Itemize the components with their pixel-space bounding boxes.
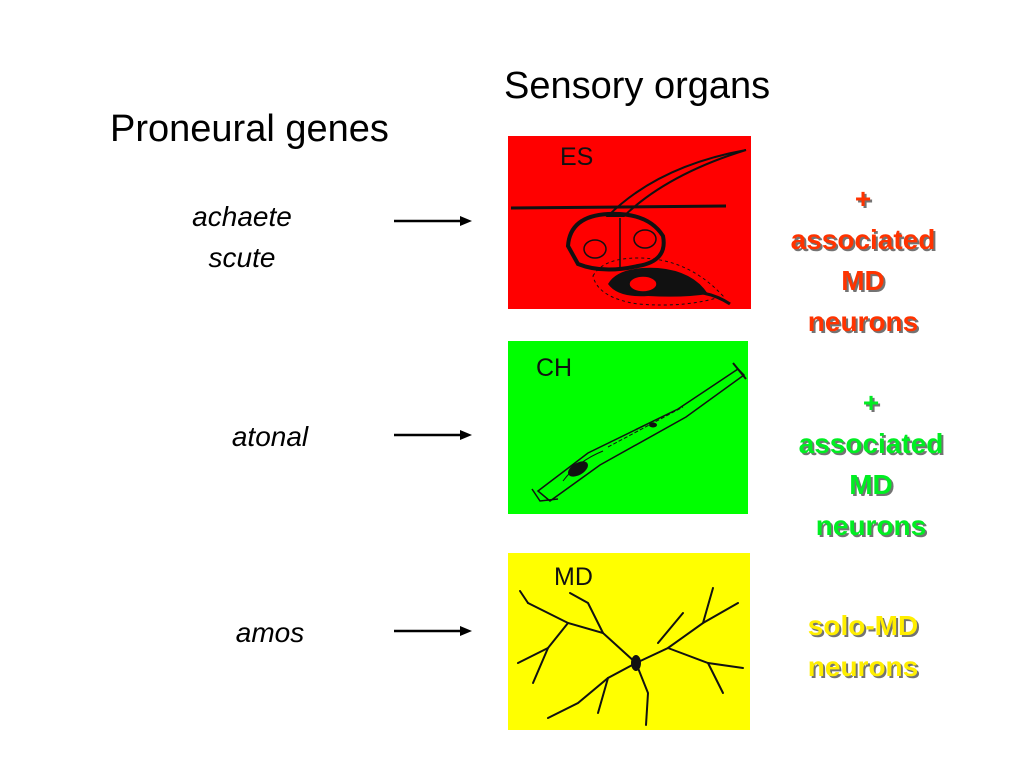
note-line: MD: [841, 265, 885, 296]
arrow-right-icon: [394, 626, 472, 636]
bristle-shaft: [605, 149, 747, 217]
ch-panel-background: [508, 341, 748, 514]
proneural-genes-heading: Proneural genes: [110, 108, 389, 150]
neuron-nucleus: [568, 461, 588, 477]
cell-nucleus: [583, 239, 607, 259]
md-panel-background: [508, 553, 750, 730]
socket-cell-outline: [565, 211, 666, 272]
note-line: MD: [849, 469, 893, 500]
gene-label-atonal: atonal: [200, 416, 340, 457]
note-es-associated-md: + associated MD neurons: [768, 178, 958, 342]
neuron-nucleus: [628, 275, 658, 293]
note-line: neurons: [815, 510, 927, 541]
ch-organ-drawing: CH: [508, 341, 748, 514]
ch-organ-panel: CH: [508, 341, 748, 514]
es-organ-drawing: ES: [508, 136, 751, 309]
sensory-organs-heading: Sensory organs: [504, 65, 771, 107]
sheath-outline: [592, 257, 724, 306]
axon-end: [531, 488, 559, 502]
note-line: associated: [790, 224, 936, 255]
es-label: ES: [560, 143, 593, 171]
gene-label-achaete-scute: achaete scute: [162, 196, 322, 278]
dendritic-arbor: [517, 587, 744, 726]
md-neuron-drawing: MD: [508, 553, 750, 730]
scolopale-rod: [607, 406, 684, 448]
neuron-soma: [631, 655, 641, 671]
gene-name-amos: amos: [235, 617, 305, 648]
gene-label-amos: amos: [200, 612, 340, 653]
md-organ-panel: MD: [508, 553, 750, 730]
axon: [702, 291, 731, 306]
note-line: associated: [798, 428, 944, 459]
md-label: MD: [554, 563, 593, 591]
note-line: solo-MD: [807, 610, 919, 641]
note-ch-associated-md: + associated MD neurons: [776, 382, 966, 546]
cap-cell: [732, 362, 747, 380]
arrow-right-icon: [394, 430, 472, 440]
note-line: neurons: [807, 651, 919, 682]
gene-name-scute: scute: [208, 242, 276, 273]
ch-label: CH: [536, 354, 572, 382]
note-line: neurons: [807, 306, 919, 337]
gene-name-achaete: achaete: [192, 201, 292, 232]
note-line: +: [854, 183, 872, 214]
note-line: +: [862, 387, 880, 418]
note-solo-md: solo-MD neurons: [768, 605, 958, 687]
cell-nucleus: [633, 229, 657, 249]
arrow-right-icon: [394, 216, 472, 226]
gene-name-atonal: atonal: [231, 421, 309, 452]
es-organ-panel: ES: [508, 136, 751, 309]
